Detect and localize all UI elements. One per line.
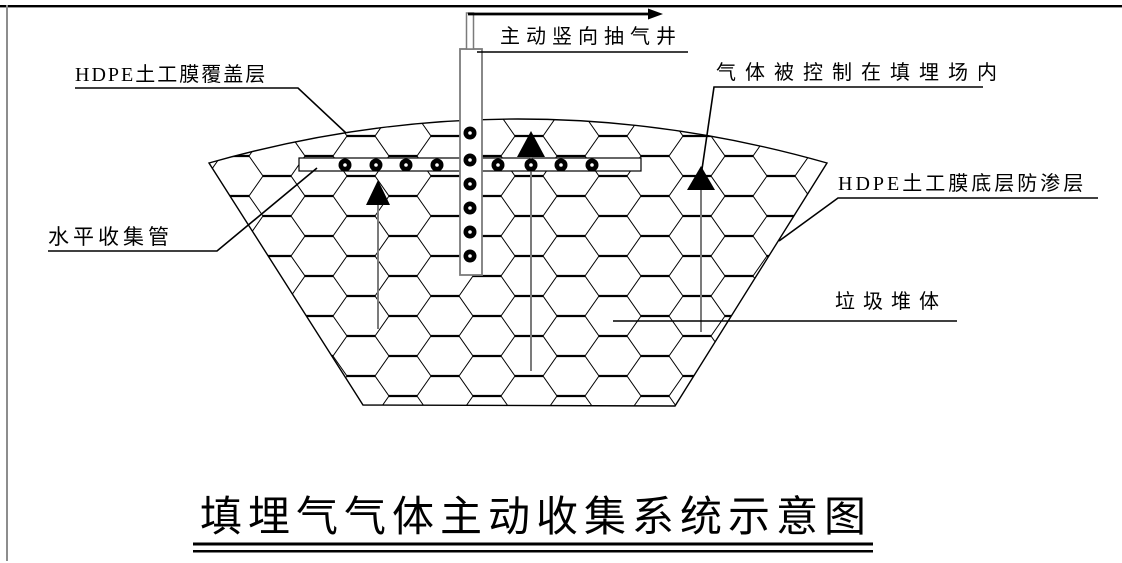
top-border <box>0 5 1122 8</box>
perforation-dot <box>338 158 352 172</box>
perforation-dot <box>524 158 538 172</box>
riser-pipe <box>465 12 475 50</box>
horizontal-pipe-perforations <box>338 158 599 172</box>
title-underline-bottom <box>193 550 873 553</box>
perforation-dot <box>463 126 477 140</box>
gas-flow-arrowhead-icon <box>517 131 545 157</box>
leader-bottom-liner <box>778 197 1098 242</box>
perforation-dot <box>554 158 568 172</box>
leader-horizontal-pipe <box>48 167 318 252</box>
diagram-title: 填埋气气体主动收集系统示意图 <box>200 494 872 541</box>
landfill-body <box>207 118 829 407</box>
arrow-right-icon <box>648 8 663 20</box>
perforation-dot <box>463 201 477 215</box>
perforation-dot <box>491 158 505 172</box>
leader-cover-layer <box>75 87 347 134</box>
perforation-dot <box>399 158 413 172</box>
gas-flow-arrowhead-icon <box>366 180 390 205</box>
perforation-dot <box>430 158 444 172</box>
gas-flow-arrows <box>366 131 715 371</box>
perforation-dot <box>463 249 477 263</box>
perforation-dot <box>369 158 383 172</box>
left-border <box>6 5 8 561</box>
suction-arrow <box>468 8 663 20</box>
label-waste-body: 垃圾堆体 <box>835 290 947 313</box>
label-extraction-well: 主动竖向抽气井 <box>500 25 682 48</box>
label-gas-contained: 气体被控制在填埋场内 <box>716 61 1006 84</box>
perforation-dot <box>463 177 477 191</box>
label-horizontal-pipe: 水平收集管 <box>48 225 173 249</box>
gas-flow-arrowhead-icon <box>687 166 715 190</box>
perforation-dot <box>585 158 599 172</box>
well-perforations <box>463 126 477 263</box>
title-underline-top <box>193 542 873 546</box>
leader-gas-contained <box>700 86 983 177</box>
label-bottom-liner: HDPE土工膜底层防渗层 <box>838 172 1086 195</box>
perforation-dot <box>463 225 477 239</box>
label-cover-layer: HDPE土工膜覆盖层 <box>75 63 267 86</box>
perforation-dot <box>463 153 477 167</box>
